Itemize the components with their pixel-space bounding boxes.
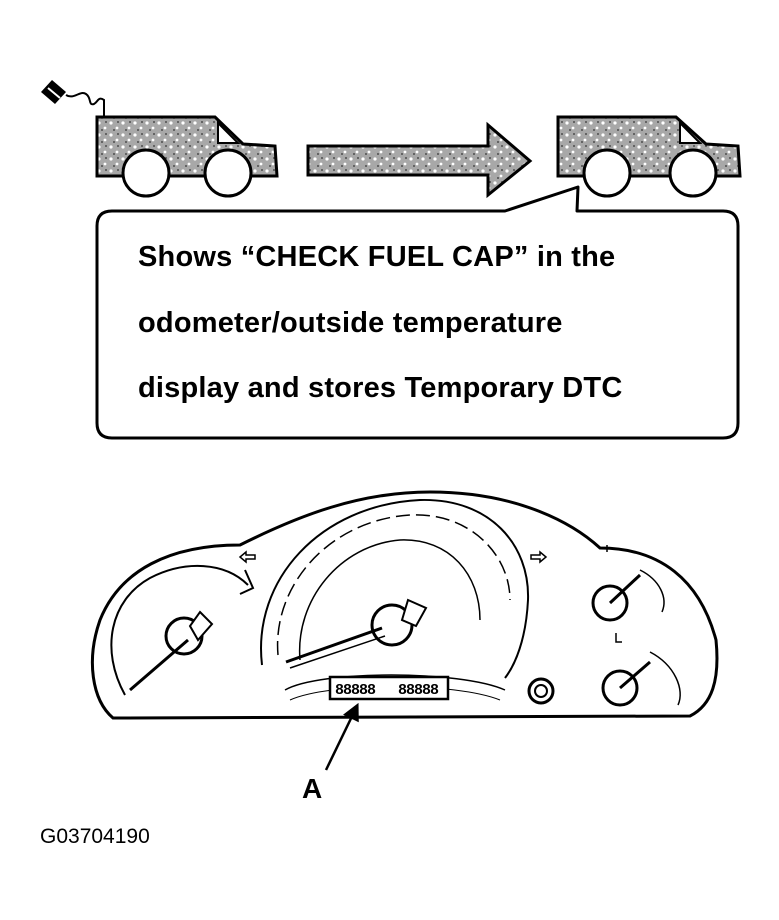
pointer-arrow (324, 702, 359, 771)
display-digits-left: 88888 (335, 682, 376, 699)
van-right-icon (556, 115, 742, 198)
transition-arrow-icon (306, 121, 533, 199)
instrument-cluster (90, 490, 719, 720)
callout-text-line-1: Shows “CHECK FUEL CAP” in the (138, 241, 616, 273)
van-left-icon (95, 115, 279, 198)
callout-label-a: A (302, 773, 323, 804)
trip-reset-knob (527, 677, 555, 705)
callout-box (95, 185, 740, 440)
callout-text-line-3: display and stores Temporary DTC (138, 372, 623, 404)
odometer-display (328, 675, 450, 701)
display-digits-right: 88888 (398, 682, 439, 699)
fuel-cap-icon (41, 80, 105, 118)
figure-id: G03704190 (40, 825, 150, 848)
callout-text-line-2: odometer/outside temperature (138, 307, 563, 339)
